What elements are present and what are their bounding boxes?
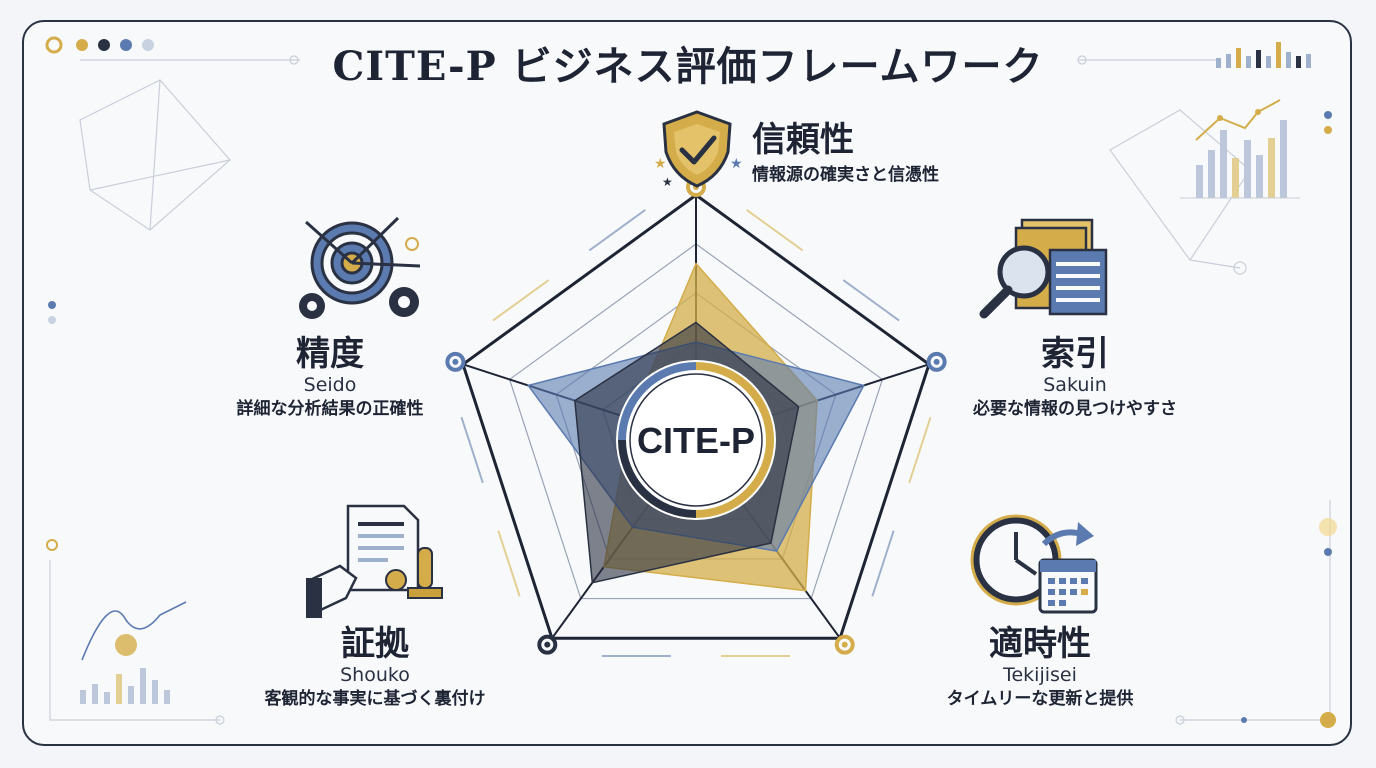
outer-accent-line bbox=[460, 416, 484, 484]
criterion-romaji: Shouko bbox=[340, 664, 410, 686]
criterion-description: 詳細な分析結果の正確性 bbox=[236, 399, 424, 419]
criterion-romaji: Tekijisei bbox=[1003, 664, 1077, 686]
outer-accent-line bbox=[588, 209, 646, 252]
criterion-evidence: 証拠 Shouko 客観的な事実に基づく裏付け bbox=[230, 624, 520, 712]
outer-accent-line bbox=[871, 530, 895, 597]
criterion-title: 精度 bbox=[296, 334, 364, 374]
criterion-romaji: Sakuin bbox=[1043, 374, 1107, 396]
axis-vertex-dot bbox=[452, 358, 459, 365]
page-title: CITE-P ビジネス評価フレームワーク bbox=[332, 43, 1044, 90]
svg-text:★: ★ bbox=[654, 156, 667, 172]
criterion-title: 信頼性 bbox=[752, 120, 854, 160]
outer-accent-line bbox=[746, 209, 804, 252]
criterion-description: 客観的な事実に基づく裏付け bbox=[264, 689, 486, 709]
target-gears-icon bbox=[299, 216, 421, 319]
axis-vertex-dot bbox=[933, 358, 940, 365]
criterion-title: 証拠 bbox=[341, 624, 409, 664]
outer-accent-line bbox=[842, 279, 900, 322]
clock-calendar-icon bbox=[970, 514, 1098, 614]
criterion-reliability: 信頼性 情報源の確実さと信憑性 bbox=[752, 118, 939, 188]
outer-accent-line bbox=[492, 279, 550, 322]
shield-check-icon: ★ ★ ★ bbox=[654, 110, 743, 189]
outer-accent-line bbox=[497, 530, 521, 597]
svg-text:★: ★ bbox=[730, 156, 743, 172]
magnifier-documents-icon bbox=[979, 218, 1108, 319]
outer-accent-line bbox=[908, 416, 932, 484]
criterion-description: タイムリーな更新と提供 bbox=[946, 689, 1134, 709]
radar-grid-ring bbox=[461, 193, 931, 640]
criterion-title: 適時性 bbox=[989, 624, 1091, 664]
criterion-description: 情報源の確実さと信憑性 bbox=[752, 165, 939, 185]
criterion-index: 索引 Sakuin 必要な情報の見つけやすさ bbox=[940, 334, 1210, 422]
criterion-romaji: Seido bbox=[303, 374, 357, 396]
criterion-description: 必要な情報の見つけやすさ bbox=[973, 399, 1177, 419]
center-ring-gold bbox=[695, 362, 774, 518]
center-badge-inner bbox=[629, 373, 763, 507]
center-ring-blue bbox=[618, 362, 697, 441]
axis-vertex-dot bbox=[841, 641, 848, 648]
center-label: CITE-P bbox=[637, 420, 755, 461]
axis-vertex-dot bbox=[544, 641, 551, 648]
radar-grid-ring bbox=[508, 243, 884, 600]
color-dots bbox=[45, 36, 154, 54]
center-ring-navy bbox=[618, 439, 697, 518]
criterion-title: 索引 bbox=[1041, 334, 1109, 374]
certificate-stamp-icon bbox=[306, 504, 443, 618]
criterion-timeliness: 適時性 Tekijisei タイムリーな更新と提供 bbox=[905, 624, 1175, 712]
criterion-accuracy: 精度 Seido 詳細な分析結果の正確性 bbox=[200, 334, 460, 422]
svg-text:★: ★ bbox=[662, 175, 673, 189]
